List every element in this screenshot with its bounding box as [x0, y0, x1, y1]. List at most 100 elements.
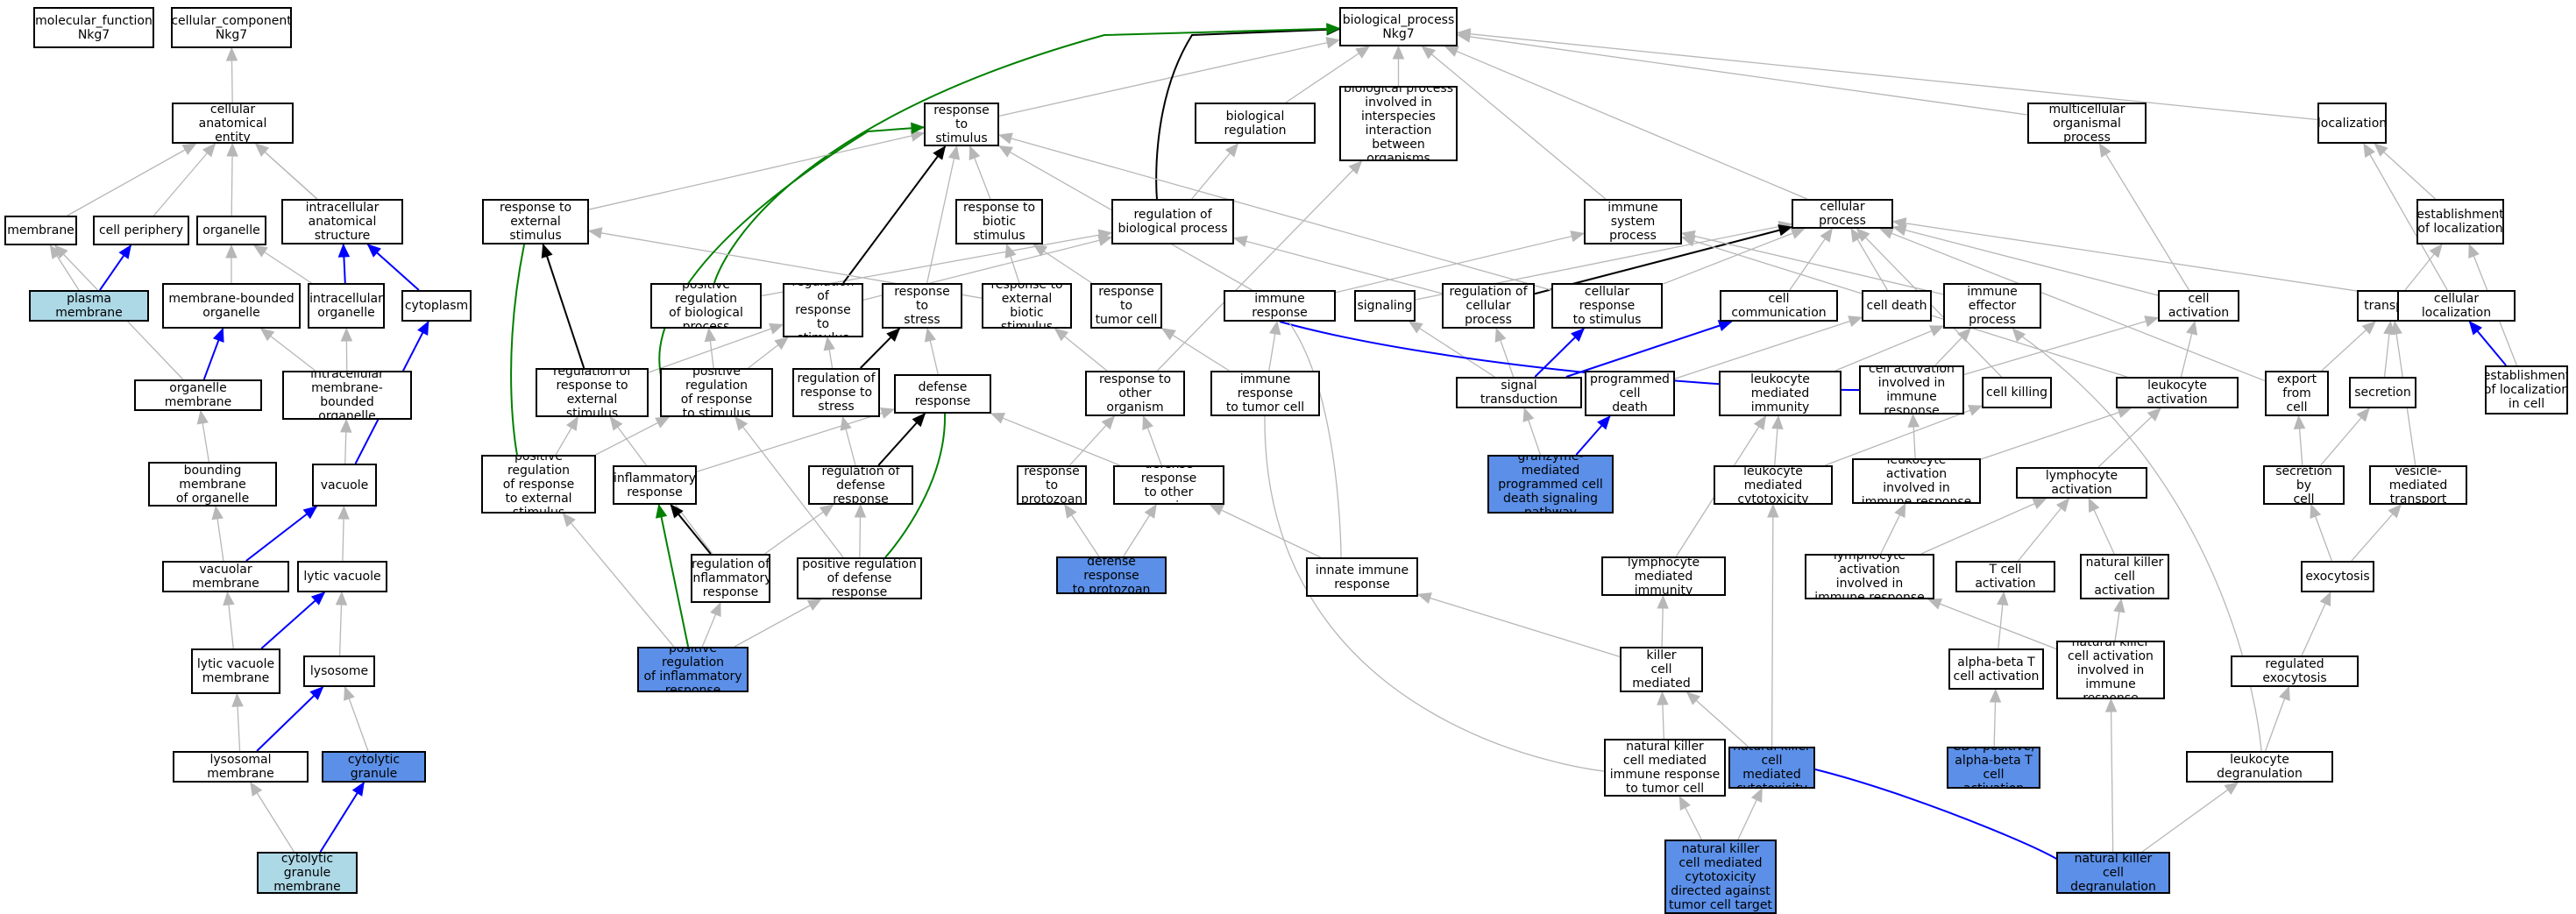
- go-term-imbo[interactable]: intracellular membrane-bounded organelle: [282, 371, 412, 420]
- go-term-rbp[interactable]: regulation of biological process: [1111, 199, 1234, 244]
- go-term-rt-other[interactable]: response to other organism: [1085, 371, 1185, 416]
- go-term-cell-comm[interactable]: cell communication: [1720, 290, 1838, 322]
- go-term-cell-death[interactable]: cell death: [1862, 290, 1932, 322]
- go-term-lysosome[interactable]: lysosome: [303, 655, 375, 687]
- go-term-pdr[interactable]: positive regulation of defense response: [797, 557, 922, 599]
- go-term-cd4[interactable]: CD4-positive, alpha-beta T cell activati…: [1947, 747, 2040, 789]
- edge-is-a: [562, 513, 675, 648]
- go-term-rcp[interactable]: regulation of cellular process: [1442, 283, 1535, 329]
- go-term-elic[interactable]: establishment of localization in cell: [2485, 365, 2568, 414]
- go-term-membrane[interactable]: membrane: [4, 216, 77, 245]
- go-term-est-loc[interactable]: establishment of localization: [2416, 199, 2504, 244]
- go-term-abtca[interactable]: alpha-beta T cell activation: [1948, 648, 2044, 690]
- go-term-mf-nkg7[interactable]: molecular_function Nkg7: [33, 7, 154, 48]
- go-term-cc-nkg7[interactable]: cellular_component Nkg7: [171, 7, 292, 48]
- go-term-prir[interactable]: positive regulation of inflammatory resp…: [637, 647, 749, 692]
- go-term-laiir[interactable]: leukocyte activation involved in immune …: [1852, 458, 1981, 504]
- go-term-export[interactable]: export from cell: [2265, 371, 2329, 416]
- go-term-multi-org[interactable]: multicellular organismal process: [2027, 103, 2147, 144]
- go-term-leuk-degran[interactable]: leukocyte degranulation: [2186, 751, 2333, 783]
- go-term-rrt-stress[interactable]: regulation of response to stress: [792, 368, 880, 417]
- go-term-intra-org[interactable]: intracellular organelle: [308, 283, 385, 329]
- go-term-cyt-granule[interactable]: cytolytic granule: [322, 751, 426, 783]
- go-term-rtbs[interactable]: response to biotic stimulus: [955, 199, 1043, 244]
- go-term-lytic-vac[interactable]: lytic vacuole: [297, 561, 387, 592]
- go-term-defense[interactable]: defense response: [894, 374, 991, 414]
- go-term-drto[interactable]: defense response to other organism: [1113, 465, 1224, 505]
- go-term-immune-resp[interactable]: immune response: [1224, 290, 1336, 322]
- go-term-cell-periphery[interactable]: cell periphery: [93, 216, 189, 245]
- go-term-lymph-aiir[interactable]: lymphocyte activation involved in immune…: [1805, 554, 1934, 599]
- go-term-lvm[interactable]: lytic vacuole membrane: [191, 648, 280, 694]
- go-term-bpii[interactable]: biological process involved in interspec…: [1339, 86, 1458, 161]
- go-term-tcell-act[interactable]: T cell activation: [1955, 561, 2055, 592]
- go-term-nkca[interactable]: natural killer cell activation: [2080, 554, 2169, 599]
- go-term-prrtes[interactable]: positive regulation of response to exter…: [481, 455, 596, 514]
- go-term-lmc[interactable]: leukocyte mediated cytotoxicity: [1714, 465, 1833, 505]
- go-term-localization[interactable]: localization: [2317, 103, 2387, 144]
- edge-arrowhead: [1224, 143, 1239, 158]
- go-term-ias[interactable]: intracellular anatomical structure: [281, 199, 403, 244]
- go-term-crts[interactable]: cellular response to stimulus: [1551, 283, 1663, 329]
- go-term-nkcaiir[interactable]: natural killer cell activation involved …: [2056, 641, 2165, 699]
- go-term-isp[interactable]: immune system process: [1584, 199, 1682, 244]
- go-term-iep[interactable]: immune effector process: [1943, 283, 2041, 329]
- go-term-rdr[interactable]: regulation of defense response: [808, 465, 913, 505]
- go-term-rt-protozoan[interactable]: response to protozoan: [1017, 465, 1087, 505]
- go-term-cgm[interactable]: cytolytic granule membrane: [257, 852, 358, 894]
- go-term-reg-exo[interactable]: regulated exocytosis: [2231, 655, 2359, 687]
- go-term-exocytosis[interactable]: exocytosis: [2301, 561, 2374, 592]
- go-term-leuk-act[interactable]: leukocyte activation: [2116, 377, 2239, 408]
- edge-arrowhead: [2468, 243, 2480, 259]
- go-term-cae[interactable]: cellular anatomical entity: [172, 103, 294, 144]
- go-term-secretion[interactable]: secretion: [2349, 377, 2416, 408]
- go-term-organelle[interactable]: organelle: [196, 216, 266, 245]
- go-term-irtc[interactable]: immune response to tumor cell: [1210, 371, 1320, 416]
- go-term-inflam[interactable]: inflammatory response: [613, 465, 697, 505]
- go-term-signaling[interactable]: signaling: [1354, 290, 1416, 322]
- go-term-cytoplasm[interactable]: cytoplasm: [401, 290, 472, 322]
- go-term-prrts[interactable]: positive regulation of response to stimu…: [660, 368, 773, 417]
- go-term-cell-act[interactable]: cell activation: [2158, 290, 2239, 322]
- go-term-pcd[interactable]: programmed cell death: [1585, 371, 1675, 416]
- go-term-nkcmi[interactable]: natural killer cell mediated immunity: [1620, 647, 1703, 692]
- go-term-sec-by-cell[interactable]: secretion by cell: [2263, 465, 2345, 505]
- go-term-rrtes[interactable]: regulation of response to external stimu…: [536, 368, 649, 417]
- edge-arrowhead: [2224, 782, 2239, 795]
- go-term-rt-stress[interactable]: response to stress: [882, 283, 962, 329]
- go-term-lys-membrane[interactable]: lysosomal membrane: [173, 751, 309, 783]
- go-term-rtebs[interactable]: response to external biotic stimulus: [982, 283, 1072, 329]
- go-term-drtp[interactable]: defense response to protozoan: [1056, 556, 1167, 594]
- go-term-lmi[interactable]: leukocyte mediated immunity: [1719, 371, 1842, 416]
- go-term-rrts[interactable]: regulation of response to stimulus: [783, 283, 863, 337]
- go-term-nkcmc[interactable]: natural killer cell mediated cytotoxicit…: [1728, 747, 1815, 789]
- go-term-bio-reg[interactable]: biological regulation: [1195, 103, 1316, 144]
- go-term-rts[interactable]: response to stimulus: [924, 103, 999, 146]
- go-term-rtes[interactable]: response to external stimulus: [482, 199, 589, 244]
- go-term-vac-membrane[interactable]: vacuolar membrane: [162, 561, 289, 592]
- go-term-rt-tumor[interactable]: response to tumor cell: [1090, 283, 1162, 329]
- go-term-bp-nkg7[interactable]: biological_process Nkg7: [1339, 7, 1458, 46]
- go-term-mbo[interactable]: membrane-bounded organelle: [162, 283, 301, 329]
- go-term-nkcd[interactable]: natural killer cell degranulation: [2056, 852, 2170, 894]
- go-term-sig-trans[interactable]: signal transduction: [1456, 377, 1582, 408]
- go-term-cell-proc[interactable]: cellular process: [1792, 199, 1893, 229]
- go-term-cell-kill[interactable]: cell killing: [1982, 377, 2052, 408]
- go-term-innate[interactable]: innate immune response: [1306, 557, 1418, 597]
- edge-is-a: [1674, 316, 1863, 379]
- go-term-org-membrane[interactable]: organelle membrane: [134, 379, 262, 411]
- go-term-cell-loc[interactable]: cellular localization: [2397, 290, 2516, 322]
- go-term-gmpcd[interactable]: granzyme-mediated programmed cell death …: [1487, 455, 1614, 514]
- go-term-plasma-membrane[interactable]: plasma membrane: [29, 290, 149, 322]
- go-term-vmt[interactable]: vesicle-mediated transport: [2369, 465, 2467, 505]
- go-term-prbp[interactable]: positive regulation of biological proces…: [650, 283, 762, 329]
- go-term-rir[interactable]: regulation of inflammatory response: [691, 554, 770, 603]
- go-term-caiir[interactable]: cell activation involved in immune respo…: [1859, 365, 1964, 414]
- go-term-lymph-act[interactable]: lymphocyte activation: [2016, 467, 2147, 499]
- go-term-nkcmirtc[interactable]: natural killer cell mediated immune resp…: [1604, 739, 1726, 797]
- go-term-vacuole[interactable]: vacuole: [312, 464, 377, 507]
- go-term-lymph-mi[interactable]: lymphocyte mediated immunity: [1601, 556, 1726, 596]
- go-term-bmo[interactable]: bounding membrane of organelle: [148, 462, 277, 507]
- go-term-nkcmcdatc[interactable]: natural killer cell mediated cytotoxicit…: [1664, 840, 1777, 914]
